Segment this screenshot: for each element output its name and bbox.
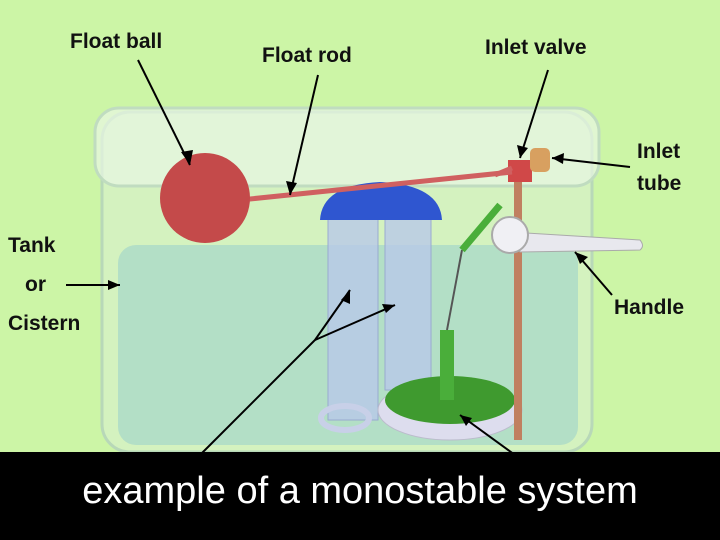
float-rod <box>239 169 513 203</box>
flapper-stem <box>440 330 454 400</box>
label-handle: Handle <box>614 296 685 319</box>
inlet-pipe <box>514 170 522 440</box>
float-ball <box>160 153 250 243</box>
arrow-float-rod <box>289 74 319 196</box>
label-inlet-valve: Inlet valve <box>485 36 587 59</box>
inlet-valve-body <box>508 160 532 182</box>
lift-arm <box>459 202 503 253</box>
label-inlet-tube-line2: tube <box>637 172 682 195</box>
arrow-inlet-valve <box>519 69 549 159</box>
arrow-inlet-tube <box>551 157 631 168</box>
label-float-rod: Float rod <box>262 44 352 67</box>
caption-bar <box>0 452 720 540</box>
label-tank-line2: or <box>25 273 46 296</box>
pointer-lines <box>66 59 631 456</box>
label-tank-line3: Cistern <box>8 312 81 335</box>
float-rod-riser <box>494 165 513 178</box>
lift-chain <box>446 249 463 331</box>
inlet-tube-fitting <box>530 148 550 172</box>
arrow-overflow-2 <box>314 304 396 341</box>
label-inlet-tube-line1: Inlet <box>637 140 681 163</box>
label-tank-line1: Tank <box>8 234 56 257</box>
label-float-ball: Float ball <box>70 30 163 53</box>
handle <box>509 231 643 253</box>
handle-hub <box>491 216 529 254</box>
flush-cap <box>320 182 442 220</box>
arrowheads <box>108 145 588 426</box>
drain-ring <box>318 403 372 433</box>
arrow-float-ball <box>137 59 191 166</box>
caption: example of a monostable system <box>82 470 638 512</box>
overflow-tube-right <box>384 209 432 391</box>
